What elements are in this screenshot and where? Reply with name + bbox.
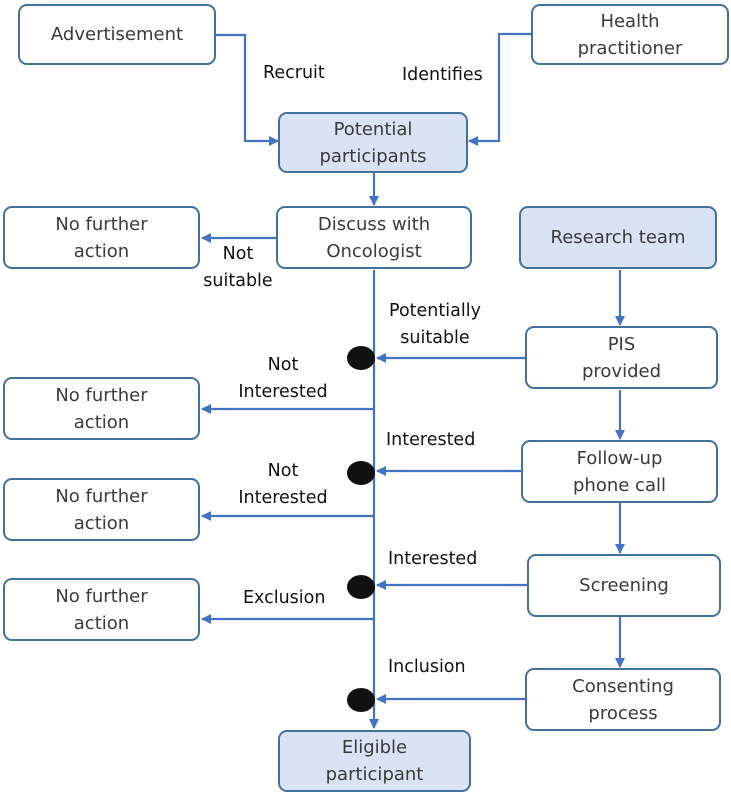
label-identifies: Identifies (402, 65, 483, 85)
pis-provided-box: PIS provided (525, 326, 718, 389)
junction-dot-1 (347, 346, 375, 370)
label-not-interested-1: Not Interested (238, 355, 328, 403)
junction-dot-3 (347, 575, 375, 599)
label-not-suitable: Not suitable (203, 244, 273, 292)
label-recruit: Recruit (263, 63, 325, 83)
advertisement-box: Advertisement (18, 4, 216, 65)
no-further-action-box-2: No further action (3, 377, 200, 440)
health-practitioner-box: Health practitioner (531, 4, 729, 65)
label-potentially-suitable: Potentially suitable (389, 301, 481, 349)
label-exclusion: Exclusion (243, 588, 326, 608)
research-team-box: Research team (519, 206, 717, 269)
connector-advertisement-to-participants (215, 33, 279, 146)
no-further-action-box-1: No further action (3, 206, 200, 269)
junction-dot-4 (347, 688, 375, 712)
label-interested-1: Interested (386, 430, 476, 450)
follow-up-phone-call-box: Follow-up phone call (521, 440, 718, 503)
no-further-action-box-4: No further action (3, 578, 200, 641)
label-not-interested-2: Not Interested (238, 461, 328, 509)
consenting-process-box: Consenting process (525, 668, 721, 731)
potential-participants-box: Potential participants (278, 112, 468, 173)
junction-dot-2 (347, 461, 375, 485)
label-interested-2: Interested (388, 549, 478, 569)
screening-box: Screening (527, 554, 721, 617)
label-inclusion: Inclusion (388, 657, 466, 677)
no-further-action-box-3: No further action (3, 478, 200, 541)
discuss-with-oncologist-box: Discuss with Oncologist (276, 206, 472, 269)
connector-practitioner-to-participants (468, 32, 531, 146)
eligible-participant-box: Eligible participant (278, 730, 471, 792)
